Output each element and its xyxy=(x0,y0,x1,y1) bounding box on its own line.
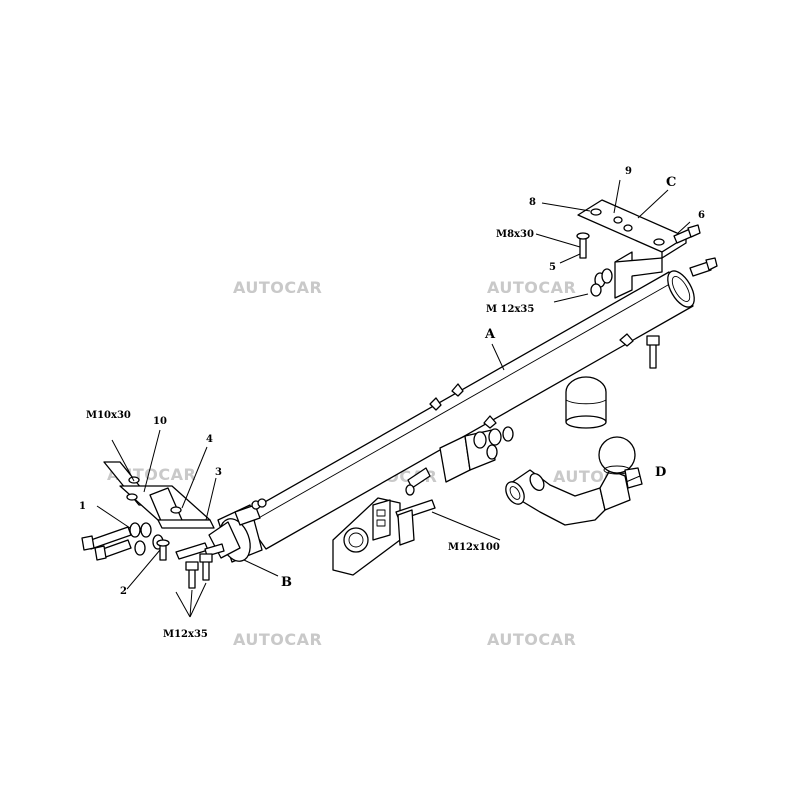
socket-plate xyxy=(332,497,436,576)
label-d: D xyxy=(655,465,666,480)
watermark-bottom-left: AUTOCAR xyxy=(233,630,322,649)
leader-lines xyxy=(96,179,691,618)
part-labels: A B C D 1 2 3 4 5 6 8 9 10 M10x30 M8x30 … xyxy=(79,166,705,640)
label-m10x30: M10x30 xyxy=(86,410,131,421)
label-5: 5 xyxy=(549,262,556,273)
label-2: 2 xyxy=(120,586,127,597)
towball-neck-d xyxy=(505,376,643,526)
center-mount xyxy=(405,426,514,496)
watermark-right: AUTOCAR xyxy=(487,278,576,297)
label-m12x35-bottom: M12x35 xyxy=(163,629,208,640)
label-m8x30: M8x30 xyxy=(496,229,534,240)
label-c: C xyxy=(666,175,676,190)
left-bracket-b xyxy=(208,498,267,563)
label-1: 1 xyxy=(79,501,86,512)
crossbar-tube xyxy=(241,270,695,550)
left-fasteners xyxy=(81,522,225,589)
label-3: 3 xyxy=(215,467,222,478)
watermark-left: AUTOCAR xyxy=(233,278,322,297)
left-side-brackets xyxy=(103,461,215,529)
label-6: 6 xyxy=(698,210,705,221)
watermark-bottom-right: AUTOCAR xyxy=(487,630,576,649)
label-9: 9 xyxy=(625,166,632,177)
label-a: A xyxy=(484,327,496,342)
right-bracket-c xyxy=(576,199,718,369)
label-8: 8 xyxy=(529,197,536,208)
label-m12x35-top: M 12x35 xyxy=(486,304,534,315)
label-10: 10 xyxy=(153,416,167,427)
label-b: B xyxy=(281,575,292,590)
label-4: 4 xyxy=(206,434,213,445)
label-m12x100: M12x100 xyxy=(448,542,500,553)
